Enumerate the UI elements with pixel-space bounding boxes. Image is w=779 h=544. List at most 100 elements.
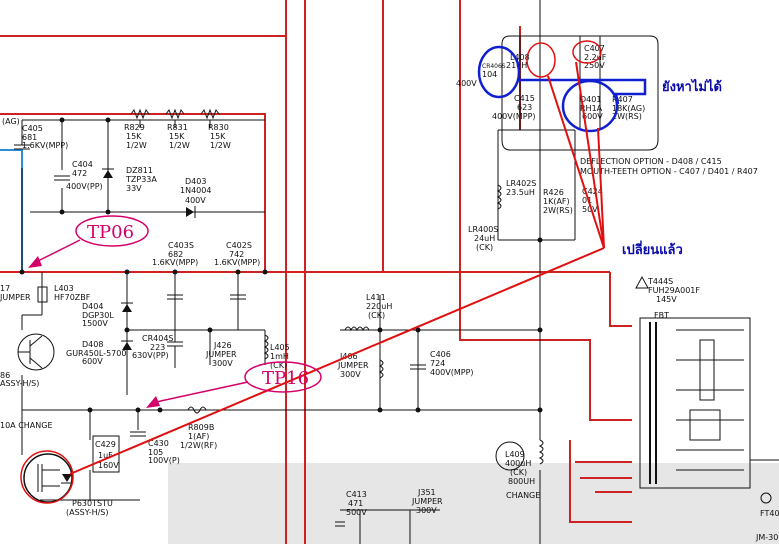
svg-text:FUH29A001F: FUH29A001F [648, 286, 700, 295]
tp06-callout: TP06 [28, 215, 149, 268]
red-pointer-lines [69, 61, 605, 475]
svg-text:C415: C415 [514, 94, 535, 103]
svg-text:1500V: 1500V [82, 319, 108, 328]
svg-text:C406: C406 [430, 350, 451, 359]
svg-text:R829: R829 [124, 123, 145, 132]
svg-text:400V(MPP): 400V(MPP) [430, 368, 474, 377]
resistor-r809b: R809B 1(AF) 1/2W(RF) [180, 406, 217, 450]
svg-text:1(AF): 1(AF) [188, 432, 209, 441]
capacitor-cr404s: CR404S 223 630V(PP) [132, 330, 183, 368]
svg-text:15K: 15K [210, 132, 226, 141]
svg-text:L409: L409 [505, 450, 525, 459]
svg-text:C405: C405 [22, 124, 43, 133]
svg-text:L408: L408 [510, 53, 530, 62]
svg-text:T444S: T444S [647, 277, 673, 286]
svg-text:1/2W: 1/2W [210, 141, 231, 150]
svg-text:724: 724 [430, 359, 445, 368]
svg-text:L403: L403 [54, 284, 74, 293]
junction-dots [19, 117, 543, 413]
svg-text:681: 681 [22, 133, 37, 142]
svg-text:C407: C407 [584, 44, 605, 53]
inductor-lr400s: LR400S 24uH (CK) [468, 225, 498, 252]
svg-text:300V: 300V [416, 506, 437, 515]
svg-text:1.6KV(MPP): 1.6KV(MPP) [214, 258, 260, 267]
svg-text:800UH: 800UH [508, 477, 535, 486]
svg-text:D403: D403 [185, 177, 206, 186]
svg-text:2W(RS): 2W(RS) [612, 112, 642, 121]
svg-text:105: 105 [148, 448, 163, 457]
svg-text:1.6KV(MPP): 1.6KV(MPP) [152, 258, 198, 267]
svg-text:JUMPER: JUMPER [411, 497, 443, 506]
svg-text:300V: 300V [340, 370, 361, 379]
svg-text:J426: J426 [213, 341, 232, 350]
svg-text:250V: 250V [584, 61, 605, 70]
svg-text:C404: C404 [72, 160, 93, 169]
svg-text:15K: 15K [169, 132, 185, 141]
svg-text:1N4004: 1N4004 [180, 186, 211, 195]
svg-text:R407: R407 [612, 95, 633, 104]
capacitor-c430: C430 105 100V(P) [130, 431, 180, 465]
svg-text:145V: 145V [656, 295, 677, 304]
svg-text:1.6KV(MPP): 1.6KV(MPP) [22, 141, 68, 150]
tp16-callout: TP16 [146, 361, 322, 408]
svg-text:1uF: 1uF [98, 451, 113, 460]
svg-text:DGP30L: DGP30L [82, 311, 114, 320]
mouth-option-note: MOUTH-TEETH OPTION - C407 / D401 / R407 [580, 167, 758, 176]
svg-text:15K: 15K [126, 132, 142, 141]
mosfet-transistor-icon: P630TSTU (ASSY-H/S) [23, 453, 113, 517]
svg-text:1mH: 1mH [270, 352, 289, 361]
svg-text:R809B: R809B [188, 423, 214, 432]
option-box: CR406S 104 400V L408 21uH C407 2.2uF 250… [456, 35, 659, 151]
svg-text:HF70ZBF: HF70ZBF [54, 293, 91, 302]
diode-d403: D403 1N4004 400V [180, 177, 211, 218]
svg-text:471: 471 [348, 499, 363, 508]
resistor-r829: R829 15K 1/2W [124, 108, 150, 150]
svg-text:220uH: 220uH [366, 302, 392, 311]
svg-text:223: 223 [150, 343, 165, 352]
svg-text:CR406S: CR406S [482, 63, 506, 70]
svg-text:LR402S: LR402S [506, 179, 536, 188]
svg-text:2W(RS): 2W(RS) [543, 206, 573, 215]
svg-text:CR404S: CR404S [142, 334, 174, 343]
svg-text:01: 01 [582, 196, 592, 205]
svg-text:D408: D408 [82, 340, 103, 349]
svg-text:682: 682 [168, 250, 183, 259]
svg-text:86: 86 [0, 371, 10, 380]
svg-text:L411: L411 [366, 293, 386, 302]
svg-text:DZ811: DZ811 [126, 166, 153, 175]
svg-text:17: 17 [0, 284, 10, 293]
svg-text:472: 472 [72, 169, 87, 178]
svg-text:CHANGE: CHANGE [506, 491, 540, 500]
svg-text:21uH: 21uH [506, 61, 527, 70]
svg-text:(AG): (AG) [2, 117, 20, 126]
red-circle-markers [20, 40, 602, 504]
svg-text:(CK): (CK) [476, 243, 493, 252]
svg-text:500V: 500V [346, 508, 367, 517]
inductor-l403: L403 HF70ZBF 17 JUMPER [0, 284, 91, 303]
svg-text:1/2W(RF): 1/2W(RF) [180, 441, 217, 450]
svg-text:100V(P): 100V(P) [148, 456, 180, 465]
svg-text:104: 104 [482, 70, 497, 79]
svg-text:L405: L405 [270, 343, 290, 352]
svg-text:600V: 600V [82, 357, 103, 366]
changed-note: เปลี่ยนแล้ว [622, 240, 683, 258]
svg-text:D404: D404 [82, 302, 103, 311]
blue-wire [0, 149, 23, 272]
svg-text:TZP33A: TZP33A [125, 175, 157, 184]
svg-text:1/2W: 1/2W [126, 141, 147, 150]
svg-text:R426: R426 [543, 188, 564, 197]
svg-text:400V(MPP): 400V(MPP) [492, 112, 536, 121]
capacitor-c403s: C403S 682 1.6KV(MPP) [152, 241, 198, 300]
svg-text:630V(PP): 630V(PP) [132, 351, 169, 360]
svg-text:JUMPER: JUMPER [0, 293, 31, 302]
svg-text:400uH: 400uH [505, 459, 531, 468]
svg-text:GUR450L-5700: GUR450L-5700 [66, 349, 126, 358]
svg-text:RH1A: RH1A [580, 104, 603, 113]
svg-text:C413: C413 [346, 490, 367, 499]
svg-text:24uH: 24uH [474, 234, 495, 243]
svg-text:R830: R830 [208, 123, 229, 132]
jumper-j426: J426 JUMPER 300V [205, 341, 237, 368]
svg-text:742: 742 [229, 250, 244, 259]
